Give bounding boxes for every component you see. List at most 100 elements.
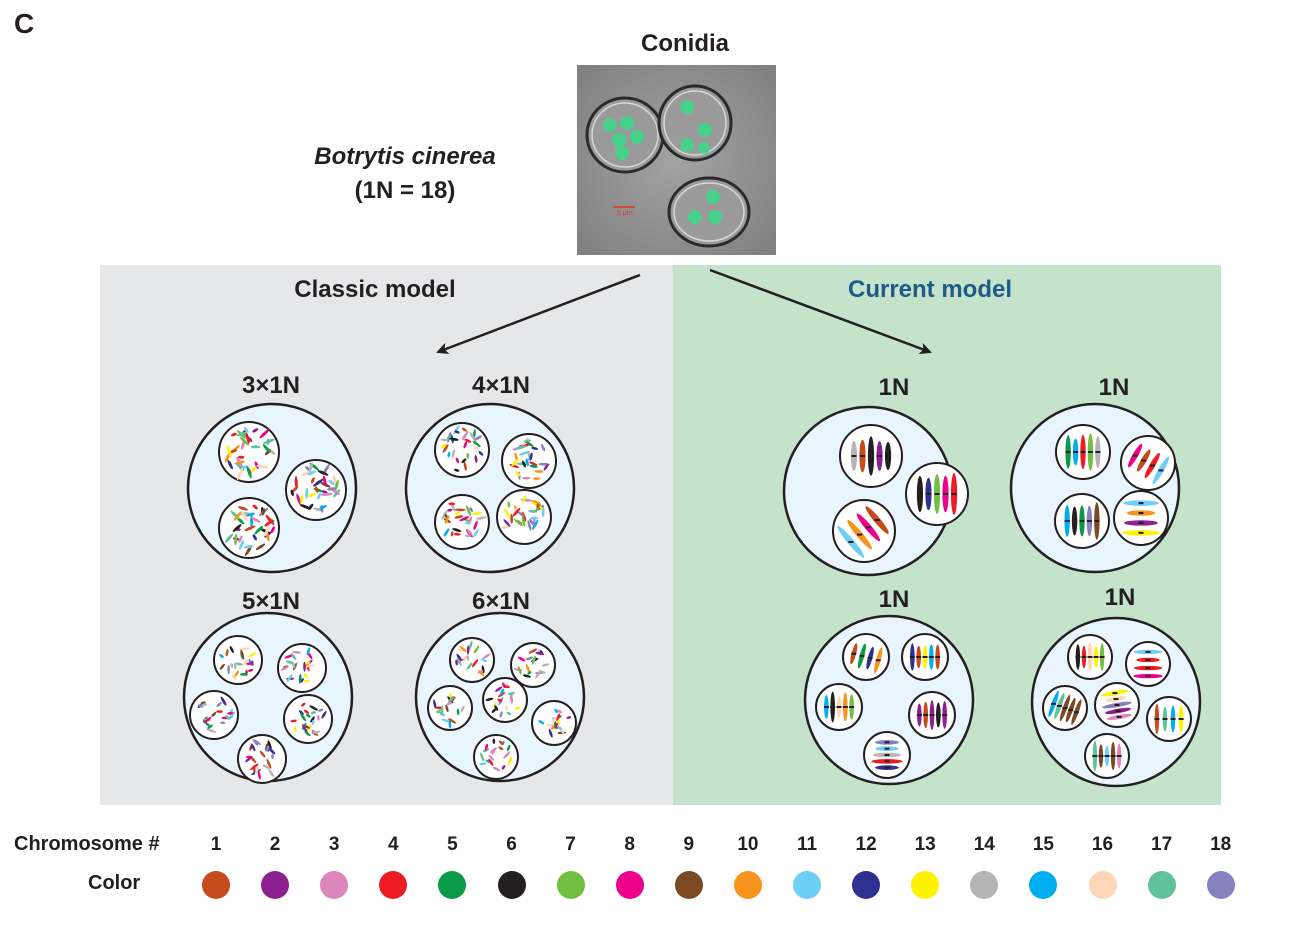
chromosome <box>216 702 222 707</box>
chromosome <box>316 492 322 500</box>
chromosome <box>472 528 479 538</box>
chromosome <box>473 520 478 531</box>
centromere <box>851 652 857 655</box>
chromosome <box>224 452 231 463</box>
chromosome <box>219 653 224 659</box>
centromere <box>1138 502 1144 505</box>
chromosome <box>449 437 459 441</box>
chromosome <box>231 675 237 680</box>
centromere <box>1112 692 1118 695</box>
scale-bar-label: 5 μm <box>617 210 633 217</box>
chromosome <box>255 543 266 551</box>
chromosome <box>291 485 299 493</box>
chromosome <box>309 705 319 711</box>
legend-number-4: 4 <box>388 834 399 855</box>
chromosome <box>234 662 237 670</box>
chromosome <box>240 440 245 450</box>
centromere <box>865 526 871 529</box>
centromere <box>928 656 934 658</box>
conidia-micrograph: 5 μm <box>577 65 776 255</box>
centromere <box>1099 656 1105 658</box>
chromosome <box>454 468 460 472</box>
chromosome <box>503 508 511 518</box>
chromosome <box>254 525 264 535</box>
chromosome <box>232 524 242 532</box>
legend-color-9 <box>674 871 703 899</box>
chromosome <box>442 444 449 453</box>
chromosome <box>466 645 470 655</box>
current-label-1: 1N <box>878 374 910 401</box>
chromosome <box>256 464 269 469</box>
chromosome <box>243 545 254 549</box>
chromosome <box>240 649 245 660</box>
centromere <box>874 519 880 522</box>
chromosome <box>475 444 478 453</box>
chromosome <box>303 673 308 679</box>
chromosome <box>528 648 538 654</box>
chromosome <box>507 501 511 508</box>
chromosome <box>522 460 526 468</box>
chromosome <box>464 521 471 525</box>
chromosome <box>227 460 233 470</box>
chromosome <box>525 663 531 674</box>
chromosome <box>312 730 321 734</box>
chromosome <box>225 715 231 720</box>
chromosome <box>456 708 460 716</box>
chromosome <box>292 651 302 654</box>
centromere <box>1110 755 1116 757</box>
chromosome <box>491 708 497 713</box>
chromosome <box>229 449 238 453</box>
chromosome <box>517 665 522 675</box>
chromosome <box>557 719 561 725</box>
centromere <box>934 493 940 495</box>
centromere <box>925 493 931 495</box>
chromosome <box>507 692 516 695</box>
chromosome <box>264 519 274 527</box>
chromosome <box>314 486 319 493</box>
chromosome <box>502 685 510 688</box>
centromere <box>1132 454 1138 457</box>
centromere <box>857 533 863 536</box>
legend-number-8: 8 <box>624 834 635 855</box>
chromosome <box>227 711 234 715</box>
centromere <box>1154 718 1160 720</box>
chromosome <box>310 716 315 723</box>
centromere <box>859 654 865 657</box>
chromosome <box>310 711 317 714</box>
chromosome <box>253 740 259 746</box>
chromosome <box>321 710 327 719</box>
chromosome <box>480 658 488 662</box>
chromosome <box>234 533 238 546</box>
legend-number-18: 18 <box>1210 834 1232 855</box>
species-name: Botrytis cinerea <box>314 143 496 170</box>
arrow-to-classic <box>436 273 641 355</box>
chromosome <box>466 662 473 670</box>
current-label-4: 1N <box>1104 584 1136 611</box>
chromosome <box>231 432 237 437</box>
chromosome <box>252 504 258 510</box>
centromere <box>1145 675 1151 678</box>
species-ploidy: (1N = 18) <box>354 177 456 204</box>
centromere <box>1138 512 1144 515</box>
legend-number-7: 7 <box>565 834 576 855</box>
chromosome <box>540 443 546 452</box>
chromosome <box>459 516 470 522</box>
chromosome <box>313 507 323 512</box>
centromere <box>951 493 957 495</box>
legend-color-3 <box>320 871 349 899</box>
chromosome <box>239 436 250 446</box>
chromosome <box>440 705 444 715</box>
chromosome <box>284 654 294 659</box>
centromere <box>1094 520 1100 522</box>
centromere <box>922 656 928 658</box>
nucleus <box>213 635 263 685</box>
chromosome <box>305 664 315 668</box>
chromosome <box>447 508 453 512</box>
legend-color-18 <box>1206 871 1235 899</box>
chromosome <box>541 506 545 518</box>
centromere <box>1093 656 1099 658</box>
chromosome <box>264 525 270 537</box>
centromere <box>1065 451 1071 453</box>
chromosome <box>465 534 472 538</box>
chromosome <box>491 747 496 755</box>
